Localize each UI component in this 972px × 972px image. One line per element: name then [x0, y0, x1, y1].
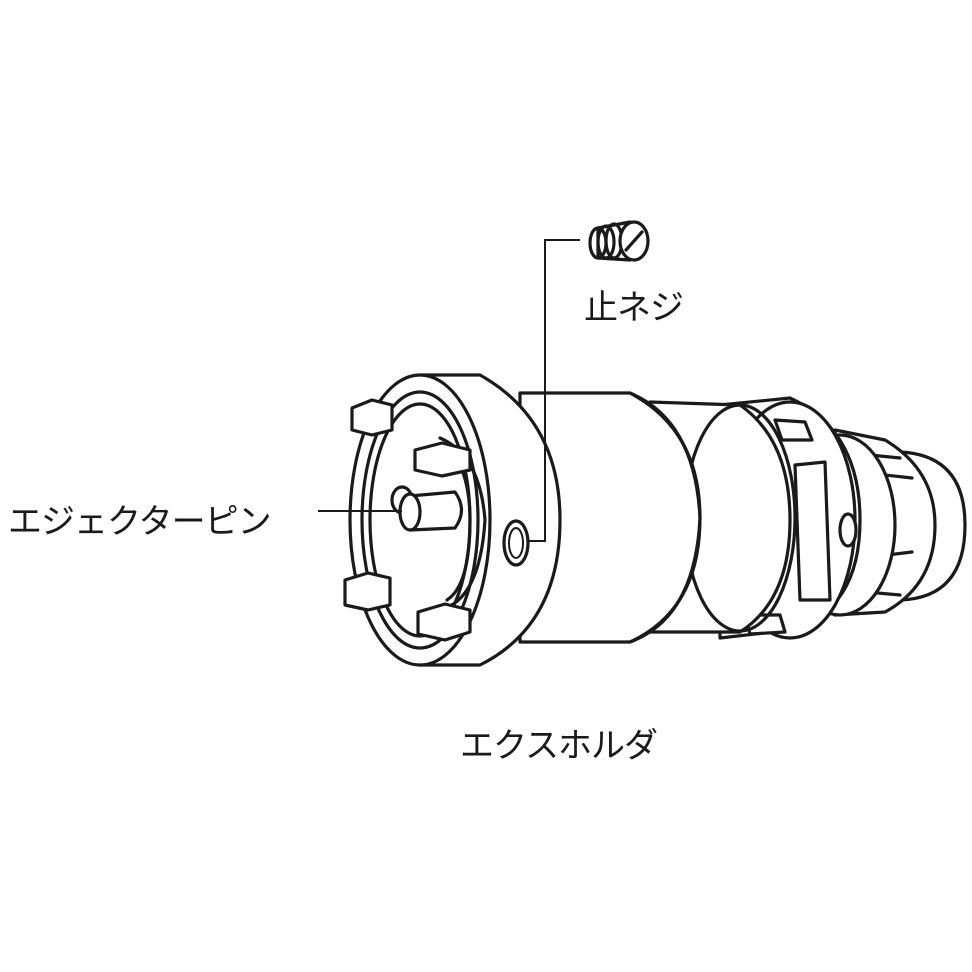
ex-holder-label: エクスホルダ: [460, 726, 658, 766]
tab-lower-left: [343, 571, 392, 612]
front-flange: [343, 373, 562, 667]
set-screw: [588, 220, 650, 262]
tab-top-left: [350, 398, 394, 437]
tab-upper-right: [413, 441, 472, 478]
ejector-pin: [390, 485, 464, 532]
set-screw-leader: [528, 239, 580, 542]
set-screw-label: 止ネジ: [584, 288, 684, 328]
ejector-pin-label: エジェクターピン: [8, 502, 272, 542]
tab-lower-right: [416, 602, 472, 642]
main-body: [518, 391, 702, 644]
screw-hole: [502, 519, 530, 567]
